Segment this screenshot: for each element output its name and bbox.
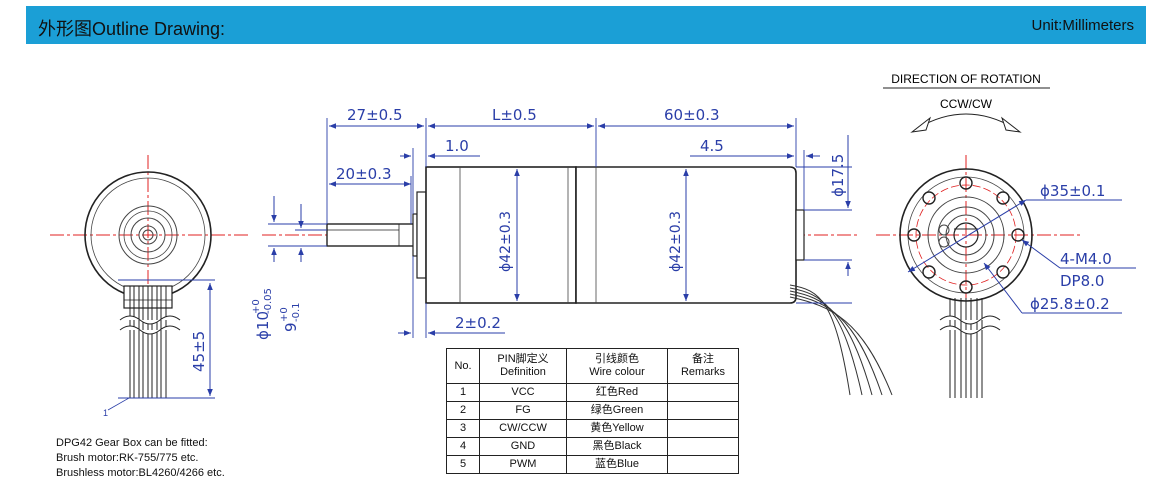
- rear-offset-label: 4.5: [700, 137, 724, 155]
- svg-text:9: 9: [282, 322, 300, 332]
- section-title: 外形图Outline Drawing:: [38, 19, 226, 39]
- rotation-title: DIRECTION OF ROTATION: [891, 72, 1041, 86]
- flat-length-label: 20±0.3: [336, 165, 392, 183]
- body-length-label: L±0.5: [492, 106, 537, 124]
- svg-text:-0.1: -0.1: [291, 302, 302, 322]
- gearbox-diameter-label: ϕ42±0.3: [498, 211, 514, 272]
- svg-text:+0: +0: [251, 299, 262, 314]
- flat-height-dim: 9 +0 -0.1: [279, 302, 302, 332]
- boss-height-label: 2±0.2: [455, 314, 501, 332]
- compatibility-note: DPG42 Gear Box can be fitted: Brush moto…: [56, 437, 225, 479]
- rear-diameter-label: ϕ17.5: [829, 154, 847, 197]
- svg-text:-0.05: -0.05: [263, 288, 274, 314]
- flange-thickness-label: 1.0: [445, 137, 469, 155]
- shaft-diameter-dim: ϕ10 +0 -0.05: [251, 288, 274, 340]
- svg-text:ϕ10: ϕ10: [254, 311, 272, 340]
- rotation-label: CCW/CW: [940, 97, 993, 111]
- pitch-circle-label: ϕ35±0.1: [1040, 182, 1105, 200]
- shaft-length-label: 27±0.5: [347, 106, 403, 124]
- motor-diameter-label: ϕ42±0.3: [668, 211, 684, 272]
- motor-length-label: 60±0.3: [664, 106, 720, 124]
- side-view: 27±0.5 L±0.5 60±0.3 1.0 4.5 ϕ17.5 20±0.3…: [251, 106, 893, 396]
- holes-label: 4-M4.0: [1060, 250, 1112, 268]
- section-header: 外形图Outline Drawing: Unit:Millimeters: [26, 6, 1146, 44]
- pilot-diameter-label: ϕ25.8±0.2: [1030, 295, 1110, 313]
- hole-depth-label: DP8.0: [1060, 272, 1104, 290]
- unit-label: Unit:Millimeters: [1031, 17, 1134, 34]
- svg-text:+0: +0: [279, 307, 290, 322]
- header-no: No.: [446, 348, 480, 384]
- rear-view: 45±5 1: [50, 155, 250, 418]
- pin-one-label: 1: [103, 408, 108, 418]
- lead-length-label: 45±5: [190, 331, 208, 372]
- front-view: DIRECTION OF ROTATION CCW/CW: [876, 72, 1136, 398]
